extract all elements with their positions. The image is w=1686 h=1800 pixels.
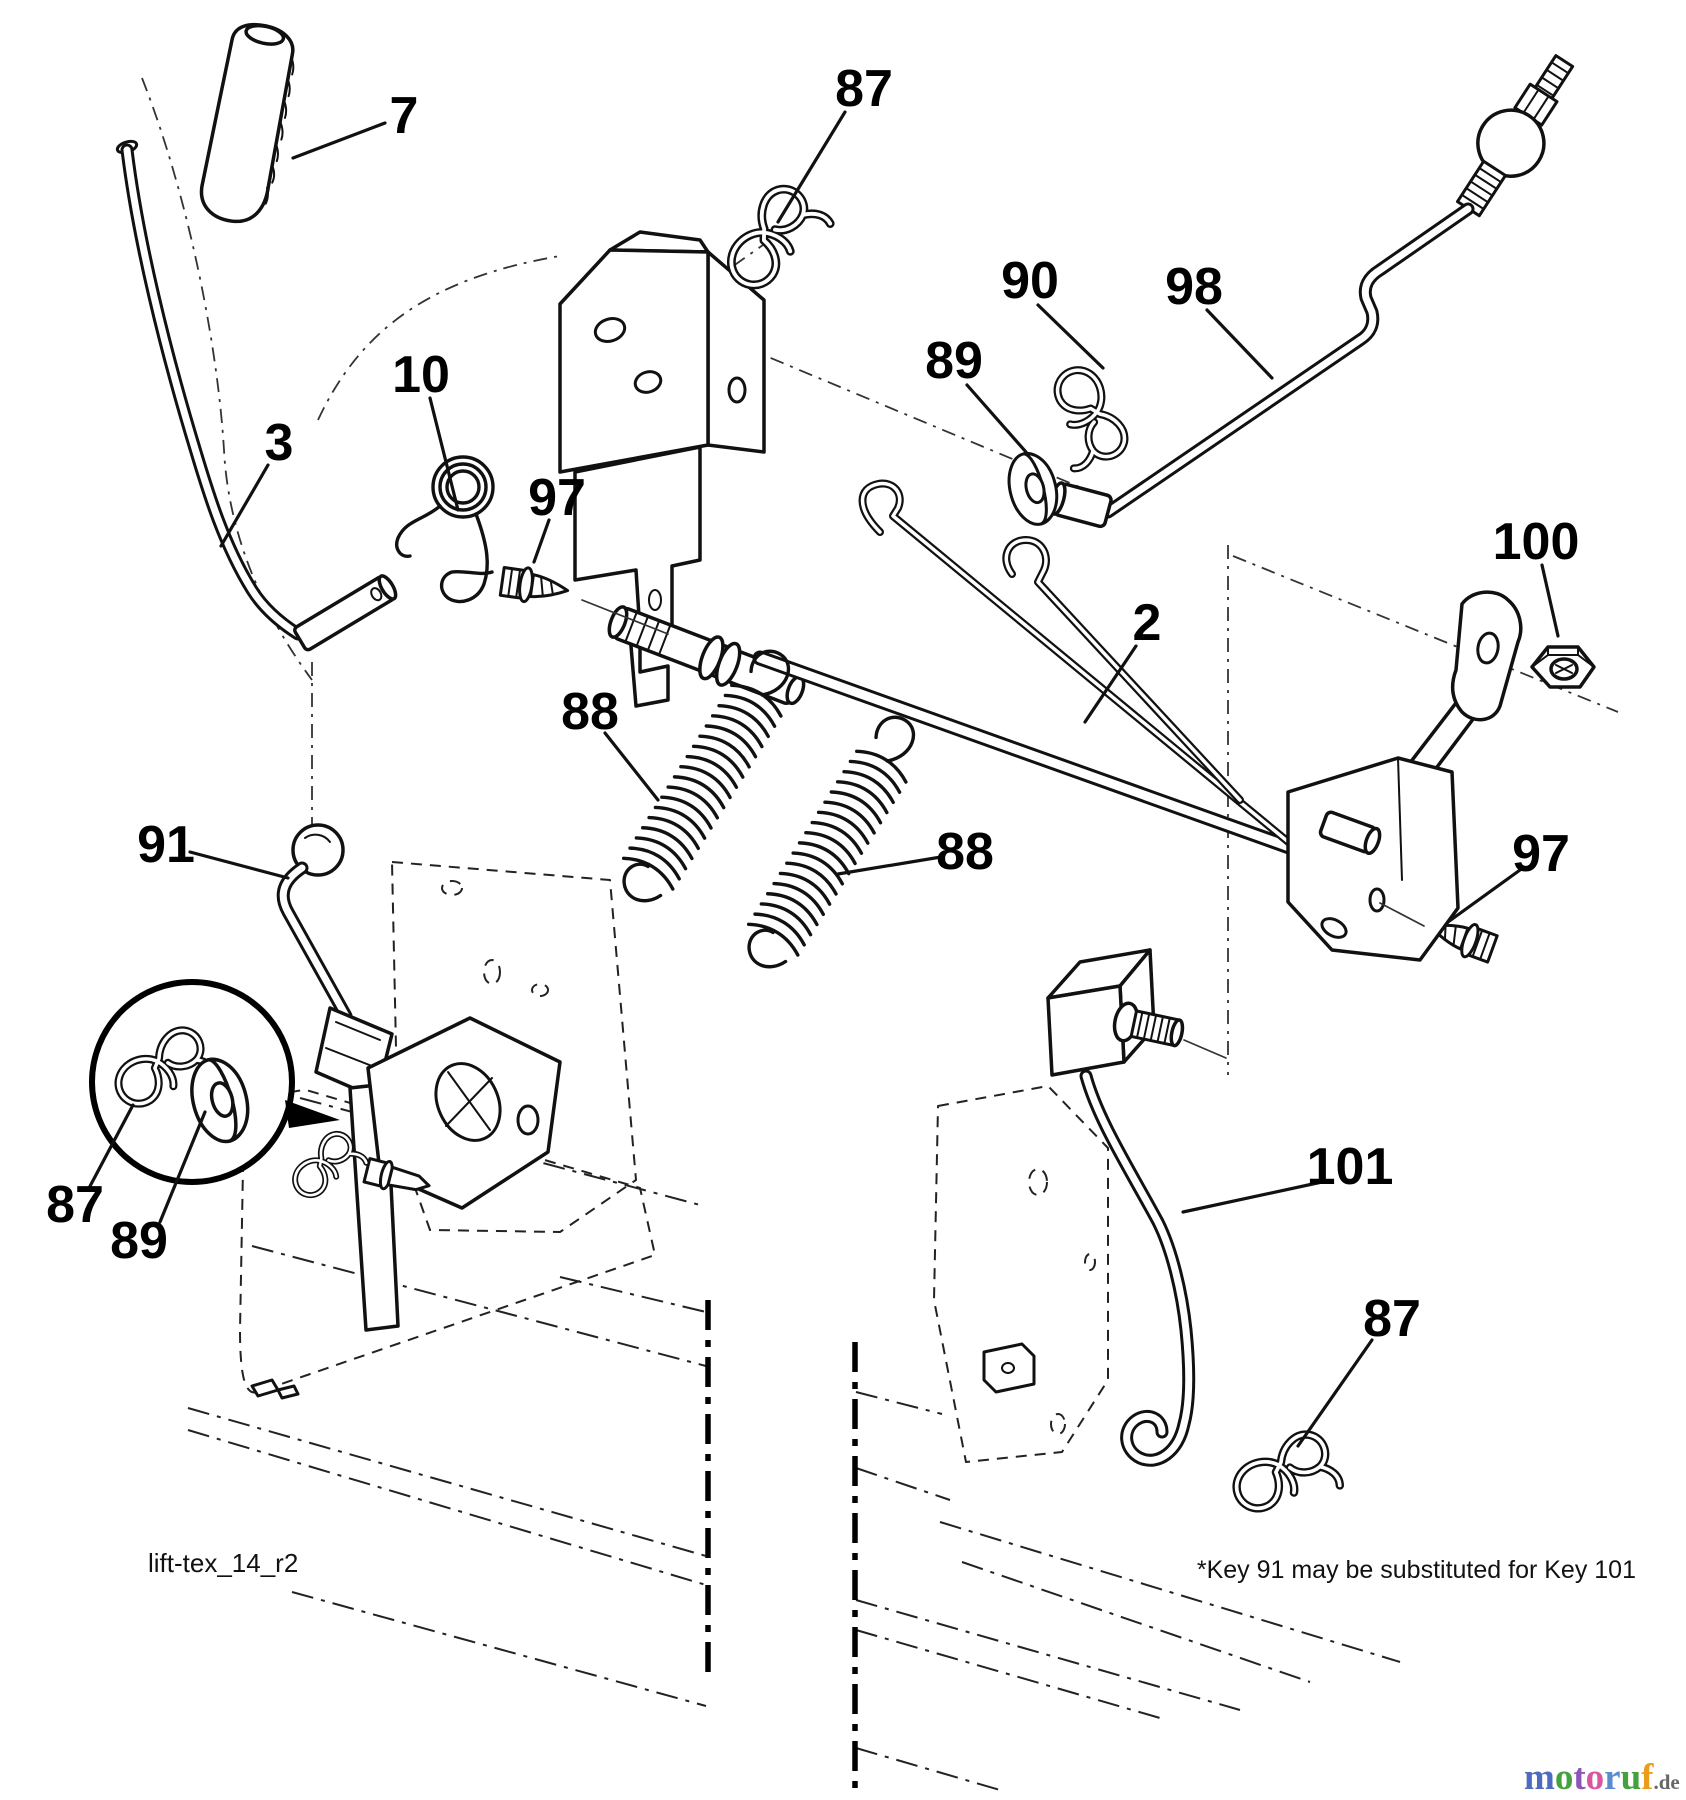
callouts: 7 87 90 98 89 10 3 97 100 2 88 88 91 97 … <box>46 60 1580 1448</box>
callout-2[interactable]: 2 <box>1133 594 1162 652</box>
part-torsion-spring-10 <box>395 455 495 604</box>
part-screw-97-left <box>498 563 572 609</box>
mower-deck-phantom-right <box>933 1085 1109 1463</box>
callout-91[interactable]: 91 <box>137 816 195 874</box>
callout-88-right[interactable]: 88 <box>936 823 994 881</box>
callout-100[interactable]: 100 <box>1493 513 1580 571</box>
part-lift-link-101 <box>1046 948 1227 1467</box>
part-lift-rod-2 <box>752 650 1300 856</box>
callout-89-upper[interactable]: 89 <box>925 332 983 390</box>
assembly-axis-lines <box>581 599 1425 927</box>
part-clip-90 <box>1054 364 1128 469</box>
motoruf-logo[interactable]: motoruf.de <box>1524 1757 1680 1798</box>
part-hanger-bracket <box>558 230 766 708</box>
logo-letter: o <box>1586 1757 1605 1798</box>
logo-letter: t <box>1573 1757 1586 1798</box>
callout-97-right[interactable]: 97 <box>1512 825 1570 883</box>
part-lift-handle-3 <box>115 139 398 652</box>
lift-wire-link-rear <box>1002 536 1244 804</box>
inset-pointer-arrow <box>285 1100 340 1128</box>
lift-wire-link-front <box>858 479 1346 926</box>
part-spring-88-right <box>731 705 936 981</box>
part-clip-87-bottom <box>1228 1429 1341 1513</box>
part-pivot-tube <box>607 605 806 706</box>
part-lift-link-91 <box>276 823 562 1332</box>
drawing-id: lift-tex_14_r2 <box>148 1548 298 1578</box>
logo-letter: m <box>1524 1757 1555 1798</box>
callout-98[interactable]: 98 <box>1165 258 1223 316</box>
callout-97-left[interactable]: 97 <box>528 469 586 527</box>
logo-letter: f <box>1641 1757 1654 1798</box>
inset-detail-circle <box>89 979 340 1185</box>
callout-90[interactable]: 90 <box>1001 252 1059 310</box>
part-handle-grip-7 <box>199 22 295 224</box>
logo-letter: o <box>1555 1757 1574 1798</box>
logo-letter: u <box>1621 1757 1642 1798</box>
part-washer-89-upper <box>1000 446 1066 531</box>
callout-87-bottom[interactable]: 87 <box>1363 1290 1421 1348</box>
callout-87-top[interactable]: 87 <box>835 60 893 118</box>
callout-89-inset[interactable]: 89 <box>110 1212 168 1270</box>
callout-87-inset[interactable]: 87 <box>46 1176 104 1234</box>
logo-letter: r <box>1604 1757 1620 1798</box>
callout-10[interactable]: 10 <box>392 346 450 404</box>
callout-101[interactable]: 101 <box>1307 1138 1394 1196</box>
part-lift-shaft-98 <box>1048 54 1575 529</box>
logo-suffix: .de <box>1654 1770 1680 1794</box>
footnote: *Key 91 may be substituted for Key 101 <box>1197 1556 1636 1584</box>
mower-deck-section-lines <box>187 1097 1401 1792</box>
part-nut-100 <box>1530 645 1596 689</box>
part-lift-bracket-right <box>1286 590 1523 962</box>
callout-7[interactable]: 7 <box>390 87 419 145</box>
callout-88-left[interactable]: 88 <box>561 683 619 741</box>
callout-3[interactable]: 3 <box>265 414 294 472</box>
